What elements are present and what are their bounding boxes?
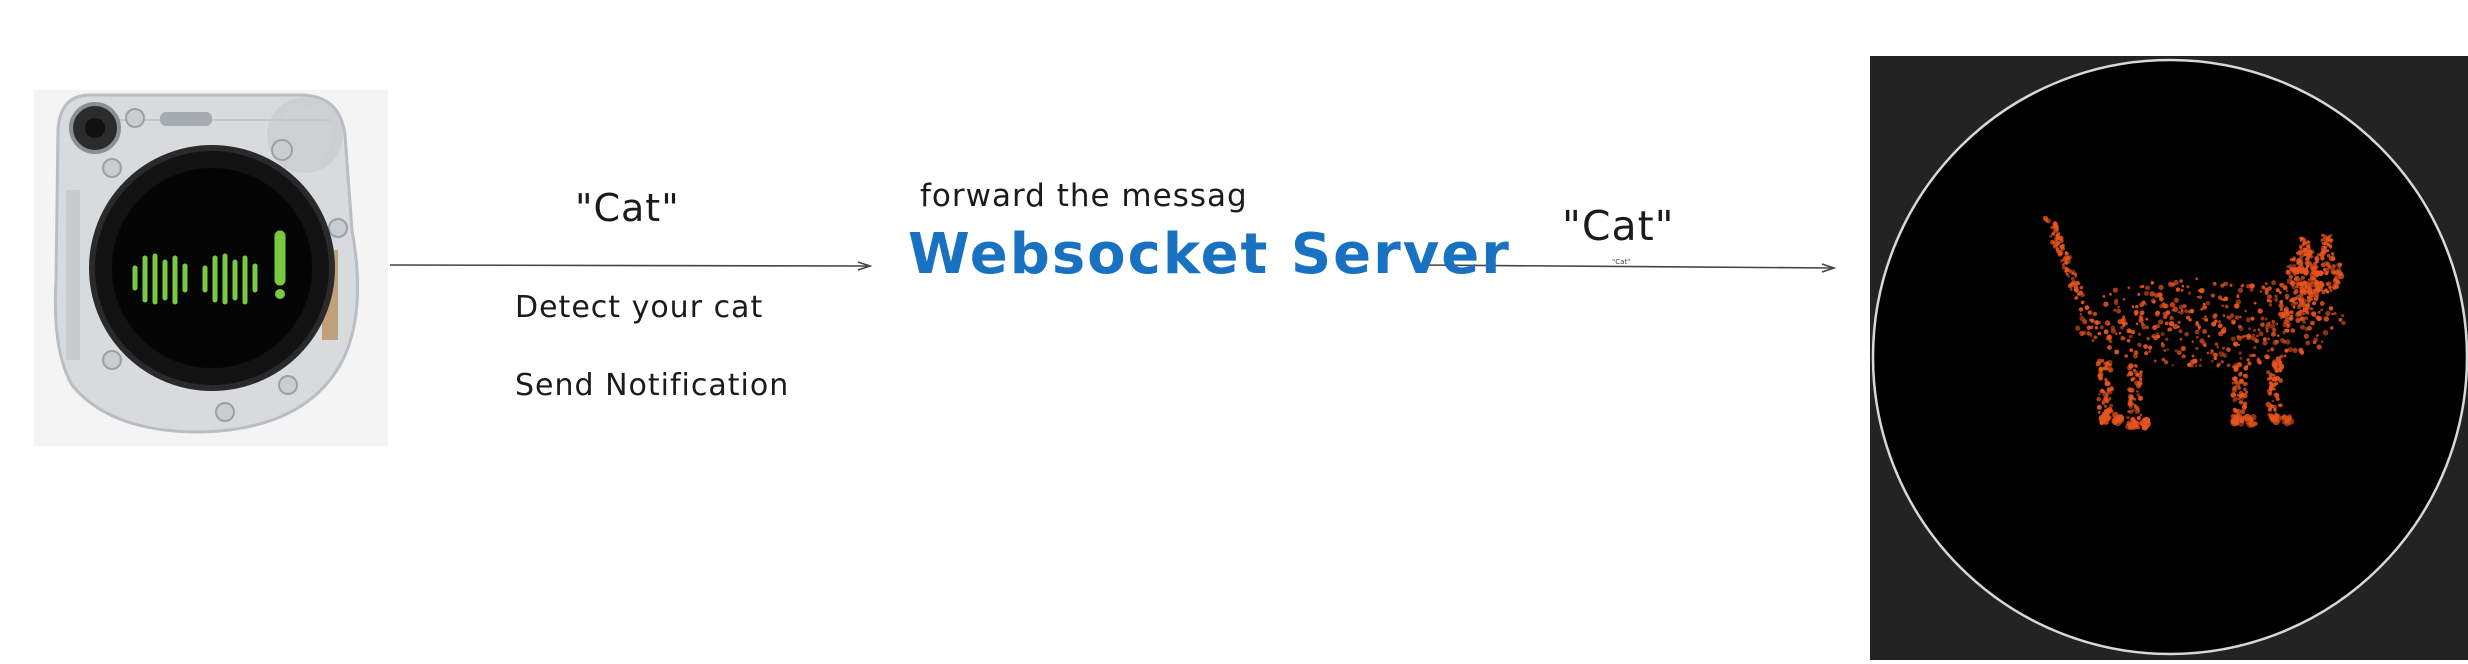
screw-icon	[215, 402, 235, 422]
point-cloud-cat-icon	[2042, 215, 2346, 431]
screw-icon	[328, 218, 348, 238]
screw-icon	[102, 158, 122, 178]
device-side-rail	[66, 190, 80, 360]
watcher-device-image	[34, 90, 388, 446]
screw-icon	[278, 375, 298, 395]
display-image	[1870, 56, 2468, 660]
screw-icon	[271, 139, 293, 161]
screw-icon	[102, 350, 122, 370]
detect-cat-note: Detect your cat	[515, 290, 764, 325]
eyes-exclamation-icon	[132, 230, 286, 305]
arrow-device-to-server	[389, 261, 873, 271]
arrow-server-to-display	[1419, 263, 1837, 273]
camera-icon	[69, 102, 121, 154]
device-port	[160, 112, 212, 126]
edge-label-cat: "Cat"	[575, 186, 680, 230]
edge-label-cat-small: "Cat"	[1612, 258, 1631, 266]
send-notification-note: Send Notification	[515, 368, 790, 403]
websocket-server-title: Websocket Server	[908, 222, 1511, 287]
display-round-screen	[1871, 58, 2468, 656]
server-caption: forward the messag	[920, 178, 1248, 214]
screw-icon	[125, 108, 145, 128]
edge-label-cat-right: "Cat"	[1562, 202, 1675, 250]
device-screen	[89, 145, 335, 391]
